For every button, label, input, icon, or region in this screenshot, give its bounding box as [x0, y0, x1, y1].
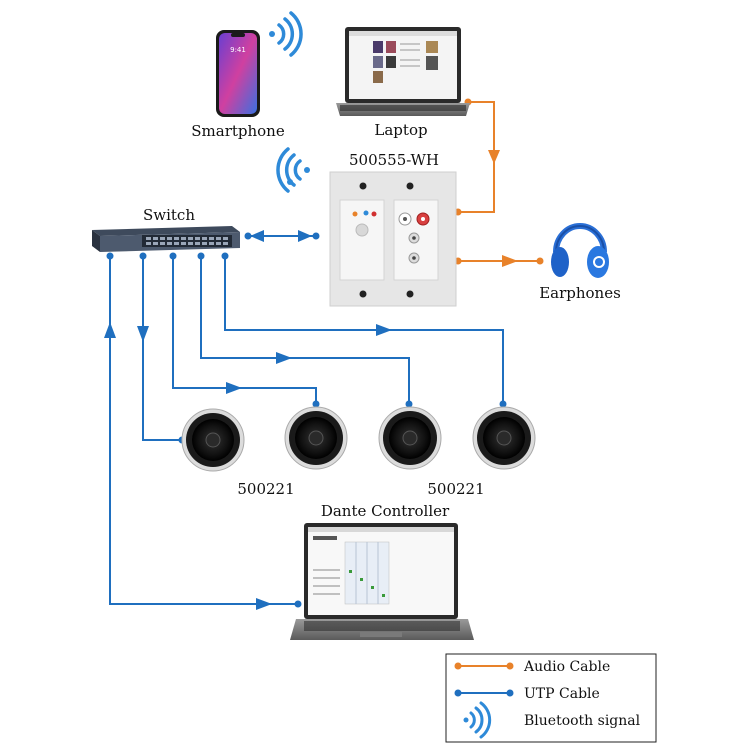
wall-plate-icon	[329, 171, 457, 307]
legend-audio-cable-swatch	[454, 662, 514, 670]
utp-switch-to-speaker4	[224, 256, 504, 404]
legend-utp-cable: UTP Cable	[524, 686, 600, 702]
legend-bluetooth: Bluetooth signal	[524, 713, 641, 729]
utp-arrowheads	[104, 230, 392, 610]
bluetooth-icon	[463, 701, 492, 739]
speaker-icon	[378, 406, 442, 470]
laptop-label: Laptop	[374, 121, 427, 139]
headphones-icon	[551, 223, 609, 278]
utp-switch-to-speaker3	[200, 256, 410, 404]
speaker-label-left: 500221	[237, 480, 294, 498]
legend-utp-cable-swatch	[454, 689, 514, 697]
laptop-icon	[336, 27, 470, 116]
utp-switch-to-dante	[109, 256, 298, 605]
switch-icon	[92, 226, 240, 252]
smartphone-label: Smartphone	[191, 122, 285, 140]
switch-label: Switch	[143, 206, 195, 224]
wall-plate-label: 500555-WH	[349, 151, 439, 169]
phone-clock: 9:41	[230, 46, 246, 54]
legend: Audio Cable UTP Cable Bluetooth signal	[445, 653, 657, 743]
audio-laptop-to-wallplate	[458, 101, 495, 213]
speaker-label-right: 500221	[427, 480, 484, 498]
earphones-label: Earphones	[539, 284, 621, 302]
speaker-icon	[181, 408, 245, 472]
utp-switch-to-speaker2	[172, 256, 317, 404]
audio-endpoints	[454, 98, 544, 265]
bluetooth-icon	[276, 147, 310, 193]
smartphone-icon: 9:41	[216, 30, 260, 117]
speaker-icon	[472, 406, 536, 470]
dante-controller-label: Dante Controller	[321, 502, 450, 520]
laptop-icon	[290, 523, 474, 640]
bluetooth-icon	[269, 11, 303, 57]
audio-arrowheads	[488, 150, 518, 267]
audio-cables	[458, 101, 540, 262]
legend-audio-cable: Audio Cable	[523, 659, 610, 675]
utp-endpoints	[106, 232, 507, 608]
utp-switch-to-speaker1	[142, 256, 182, 441]
speaker-icon	[284, 406, 348, 470]
